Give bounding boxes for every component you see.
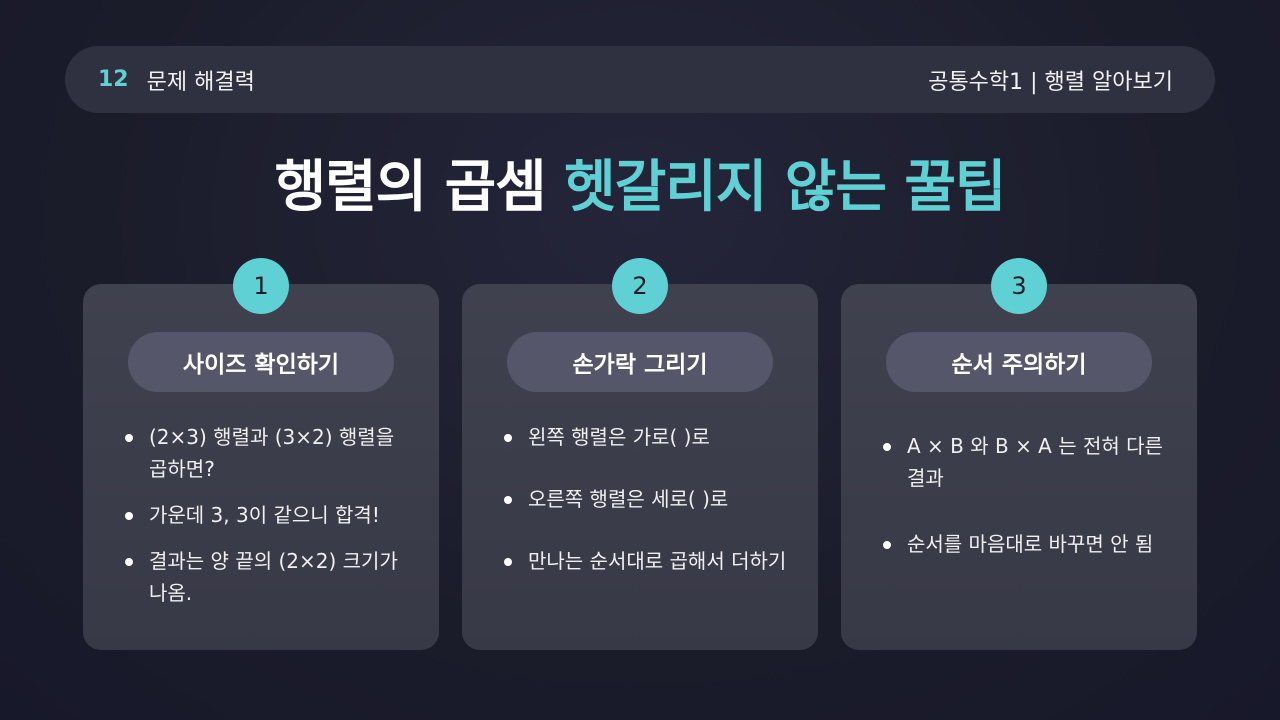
card-point: 가운데 3, 3이 같으니 합격! bbox=[121, 499, 413, 531]
card-points: A × B 와 B × A 는 전혀 다른 결과 순서를 마음대로 바꾸면 안 … bbox=[879, 430, 1171, 560]
title-main: 행렬의 곱셈 bbox=[274, 155, 547, 220]
card-number-badge: 2 bbox=[612, 258, 668, 314]
card-heading: 사이즈 확인하기 bbox=[128, 332, 394, 392]
card-point: A × B 와 B × A 는 전혀 다른 결과 bbox=[879, 430, 1171, 494]
card-points: 왼쪽 행렬은 가로( )로 오른쪽 행렬은 세로( )로 만나는 순서대로 곱해… bbox=[500, 421, 792, 577]
card-number-badge: 3 bbox=[991, 258, 1047, 314]
card-point: 순서를 마음대로 바꾸면 안 됨 bbox=[879, 528, 1171, 560]
card-points: (2×3) 행렬과 (3×2) 행렬을 곱하면? 가운데 3, 3이 같으니 합… bbox=[121, 421, 413, 609]
card-number-badge: 1 bbox=[233, 258, 289, 314]
course-title: 공통수학1 | 행렬 알아보기 bbox=[928, 69, 1173, 95]
page-number: 12 bbox=[98, 67, 129, 92]
card-point: 결과는 양 끝의 (2×2) 크기가 나옴. bbox=[121, 545, 413, 609]
card-heading: 순서 주의하기 bbox=[886, 332, 1152, 392]
tip-card-1: 1 사이즈 확인하기 (2×3) 행렬과 (3×2) 행렬을 곱하면? 가운데 … bbox=[83, 258, 439, 650]
card-point: 만나는 순서대로 곱해서 더하기 bbox=[500, 545, 792, 577]
card-point: 오른쪽 행렬은 세로( )로 bbox=[500, 483, 792, 515]
card-point: 왼쪽 행렬은 가로( )로 bbox=[500, 421, 792, 453]
slide-title: 행렬의 곱셈 헷갈리지 않는 꿀팁 bbox=[0, 142, 1280, 223]
tip-card-2: 2 손가락 그리기 왼쪽 행렬은 가로( )로 오른쪽 행렬은 세로( )로 만… bbox=[462, 258, 818, 650]
section-title: 문제 해결력 bbox=[146, 69, 255, 95]
card-point: (2×3) 행렬과 (3×2) 행렬을 곱하면? bbox=[121, 421, 413, 485]
title-accent: 헷갈리지 않는 꿀팁 bbox=[564, 155, 1006, 220]
card-heading: 손가락 그리기 bbox=[507, 332, 773, 392]
header-bar: 12 문제 해결력 공통수학1 | 행렬 알아보기 bbox=[65, 46, 1215, 113]
tip-card-3: 3 순서 주의하기 A × B 와 B × A 는 전혀 다른 결과 순서를 마… bbox=[841, 258, 1197, 650]
header-left: 12 문제 해결력 bbox=[98, 64, 255, 96]
